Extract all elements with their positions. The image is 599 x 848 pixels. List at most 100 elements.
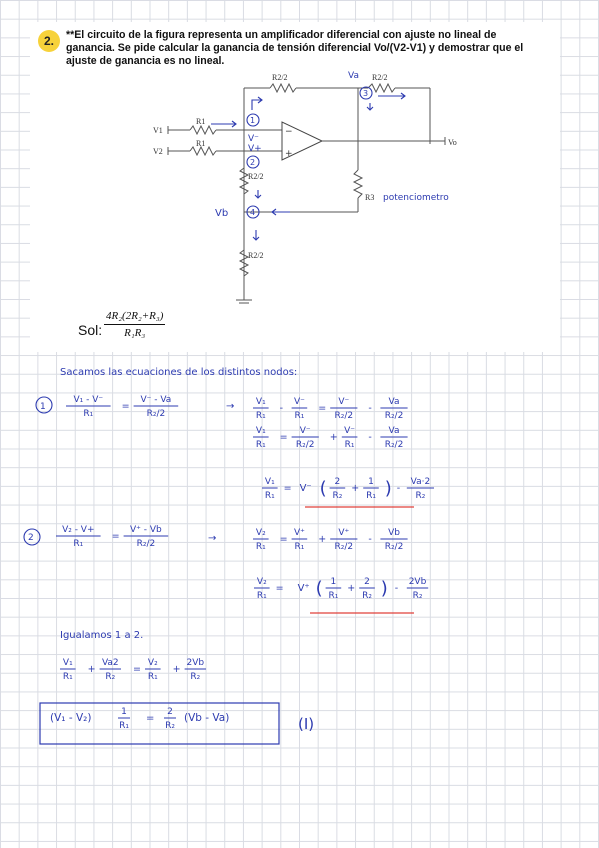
label-vplus: V+: [248, 144, 262, 154]
node2-step2-eq: =: [276, 583, 284, 594]
node2-eq-f-2-den: R₂/2: [137, 539, 156, 549]
node2-step1-f-2-den: R₁: [294, 542, 304, 552]
node1-step3-in-f-0-num: 2: [335, 477, 341, 487]
node1-step2-op-1: =: [280, 432, 288, 443]
node1-step2-f-0-num: V₁: [256, 426, 266, 436]
node1-step1-f-4-den: R₂/2: [334, 411, 353, 421]
node1-step3-rp: ): [385, 478, 392, 499]
label-vb: Vb: [215, 208, 228, 219]
node1-step2-f-4-den: R₁: [345, 440, 355, 450]
equate-eq-f-0-num: V₁: [63, 658, 73, 668]
node4-circle: [246, 205, 260, 219]
node2-step1-op-3: +: [318, 534, 326, 545]
node1-step3-minus: -: [397, 483, 400, 494]
node1-arrow: →: [226, 401, 234, 412]
node1-eq-f-2-num: V⁻ - Va: [140, 395, 171, 405]
node1-eq-f-0-den: R₁: [83, 409, 93, 419]
node2-step1-op-5: -: [368, 534, 371, 545]
node2-step2-rp: ): [381, 578, 388, 599]
node2-step2-v: V⁺: [298, 583, 310, 594]
node2-step1-op-1: =: [280, 534, 288, 545]
label-potentiometer: potenciometro: [383, 193, 449, 203]
node1-step2-f-6-den: R₂/2: [385, 440, 404, 450]
equate-eq-f-4-num: V₂: [148, 658, 158, 668]
node2-arrow: →: [208, 533, 216, 544]
problem-card: [30, 22, 560, 352]
node1-step2-f-2-num: V⁻: [300, 426, 311, 436]
problem-statement: **El circuito de la figura representa un…: [66, 29, 524, 67]
node2-eq-op-1: =: [112, 531, 120, 542]
node2-step2-minus: -: [395, 583, 398, 594]
node1-step1-f-0-num: V₁: [256, 397, 266, 407]
node2-step1-f-4-den: R₂/2: [334, 542, 353, 552]
node1-step2-f-0-den: R₁: [256, 440, 266, 450]
node2-step1-f-0-den: R₁: [256, 542, 266, 552]
notes-node2-label: 2: [28, 533, 34, 543]
solution-fraction: 4R₂(2R₂+R₃) R₁R₃: [104, 310, 166, 339]
opamp-plus: +: [285, 149, 293, 159]
notes-node1-label: 1: [40, 402, 46, 412]
solution-numerator: 4R₂(2R₂+R₃): [104, 310, 166, 325]
node2-step1-f-2-num: V⁺: [294, 528, 305, 538]
node1-step2-f-6-num: Va: [389, 426, 400, 436]
boxed-lhs: (V₁ - V₂): [50, 712, 91, 724]
label-r2half-left: R2/2: [272, 73, 288, 82]
node1-step1-op-3: =: [318, 403, 326, 414]
node1-eq-op-1: =: [122, 401, 130, 412]
node1-step1-op-5: -: [368, 403, 371, 414]
node1-circle: [246, 113, 260, 127]
boxed-f1-den: R₁: [119, 721, 129, 731]
label-r1-bottom: R1: [196, 139, 205, 148]
node2-step1-f-4-num: V⁺: [338, 528, 349, 538]
equate-eq-f-4-den: R₁: [148, 672, 158, 682]
equate-eq-op-1: +: [88, 664, 96, 675]
node2-step2-in-f-0-den: R₁: [328, 591, 338, 601]
node2-step2-rhs-den: R₂: [413, 591, 423, 601]
node1-step1-f-6-den: R₂/2: [385, 411, 404, 421]
node2-circle: [246, 155, 260, 169]
node2-step2-rhs-num: 2Vb: [409, 577, 427, 587]
label-v1: V1: [153, 126, 163, 135]
notes-equate: Igualamos 1 a 2.: [60, 630, 143, 641]
node2-eq-f-0-den: R₁: [73, 539, 83, 549]
node2-number: 2: [250, 158, 255, 167]
red-underlines: [305, 506, 414, 614]
node1-step1-f-0-den: R₁: [256, 411, 266, 421]
node1-step3-rhs-num: Va·2: [411, 477, 431, 487]
node1-step3-lhs-num: V₁: [265, 477, 275, 487]
roman-one: (I): [298, 715, 314, 733]
node1-step3-in-op-1: +: [351, 483, 359, 494]
equate-eq-f-2-den: R₂: [105, 672, 115, 682]
node1-step1-f-2-den: R₁: [294, 411, 304, 421]
node1-step3-in-f-2-den: R₁: [366, 491, 376, 501]
node1-step3-lhs-den: R₁: [265, 491, 275, 501]
node2-step1-f-0-num: V₂: [256, 528, 266, 538]
equate-eq-f-0-den: R₁: [63, 672, 73, 682]
solution-label: Sol:: [78, 322, 103, 338]
node3-circle: [359, 86, 373, 100]
equate-eq-op-3: =: [133, 664, 141, 675]
equate-eq-f-6-den: R₂: [190, 672, 200, 682]
node2-step1-f-6-num: Vb: [388, 528, 400, 538]
label-r2half-mid: R2/2: [248, 172, 264, 181]
label-vminus: V⁻: [248, 134, 259, 144]
node1-step3-in-f-2-num: 1: [368, 477, 374, 487]
label-r2half-bottom: R2/2: [248, 251, 264, 260]
node2-step2-in-f-0-num: 1: [331, 577, 337, 587]
handwritten-notes: Sacamos las ecuaciones de los distintos …: [28, 367, 434, 733]
label-r2half-right: R2/2: [372, 73, 388, 82]
node1-step2-op-3: +: [330, 432, 338, 443]
node1-eq-f-0-num: V₁ - V⁻: [73, 395, 103, 405]
node1-number: 1: [250, 116, 255, 125]
note-node2-circle: [23, 528, 41, 546]
label-v2: V2: [153, 147, 163, 156]
node2-step2-lp: (: [316, 578, 323, 599]
node2-step2-in-f-2-num: 2: [364, 577, 370, 587]
boxed-f2-den: R₂: [165, 721, 175, 731]
node1-step2-op-5: -: [368, 432, 371, 443]
node1-step1-op-1: -: [280, 403, 283, 414]
node1-step3-rhs-den: R₂: [415, 491, 425, 501]
problem-number-badge: 2.: [38, 30, 60, 52]
boxed-rhs: (Vb - Va): [184, 712, 229, 724]
